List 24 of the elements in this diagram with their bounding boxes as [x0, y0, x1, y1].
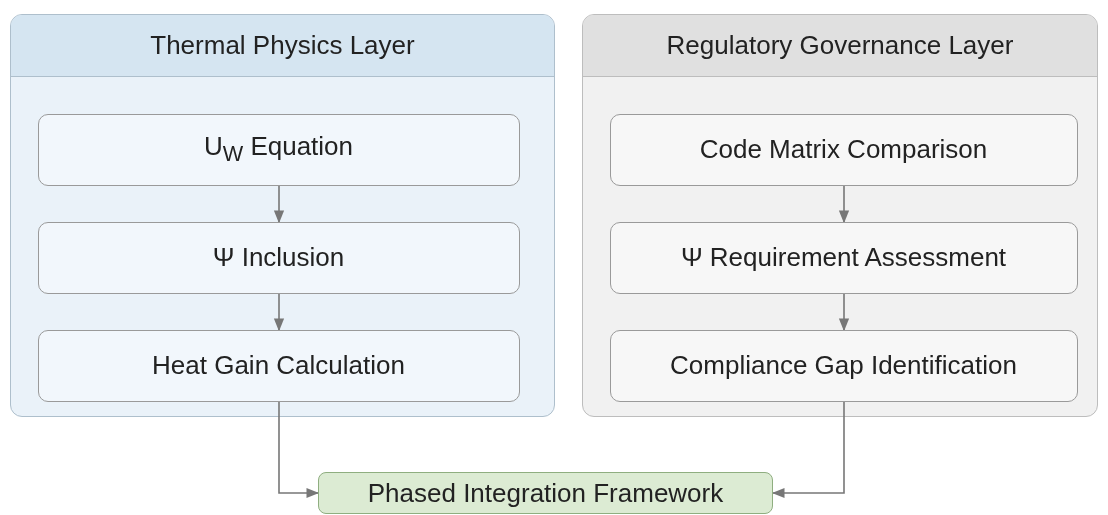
step-label: U$_{W}$ Equation — [203, 131, 354, 168]
step-label: Code Matrix Comparison — [699, 134, 988, 165]
process-box — [609, 221, 1078, 294]
arrow — [838, 293, 850, 332]
panel-title: Regulatory Governance Layer — [666, 30, 1014, 61]
layer-panel — [582, 14, 1098, 417]
output-label: Phased Integration Framework — [367, 477, 724, 509]
panel-title: Thermal Physics Layer — [150, 30, 415, 61]
arrow — [273, 293, 285, 332]
arrow — [273, 185, 285, 224]
process-box — [37, 221, 520, 294]
process-box — [609, 113, 1078, 186]
process-box — [37, 113, 520, 186]
process-box — [609, 329, 1078, 402]
layer-panel — [10, 14, 555, 417]
step-label: Compliance Gap Identification — [670, 350, 1017, 381]
step-label: Heat Gain Calculation — [152, 350, 405, 381]
arrow — [771, 401, 845, 499]
process-box — [37, 329, 520, 402]
arrow — [278, 401, 320, 499]
output-box — [318, 472, 773, 514]
arrow — [838, 185, 850, 224]
step-label: Ψ Inclusion — [212, 242, 345, 273]
step-label: Ψ Requirement Assessment — [680, 242, 1007, 273]
